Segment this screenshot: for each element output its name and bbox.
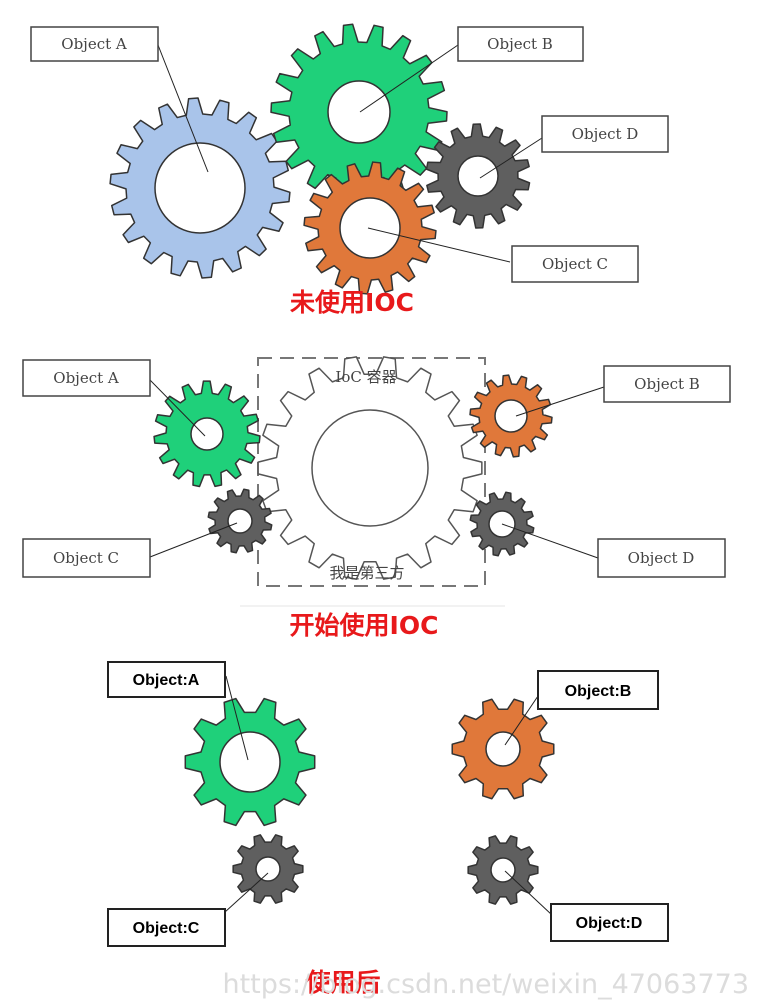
label-after-object-a: Object:A <box>107 661 226 698</box>
gear-after-object-a <box>184 697 316 827</box>
label-after-object-a-text: Object:A <box>133 672 200 689</box>
leader-line-a <box>157 44 209 173</box>
gear-object-d <box>425 123 531 229</box>
label-start-object-a-text: Object A <box>53 369 119 387</box>
gear-start-object-b <box>469 374 553 458</box>
label-object-c-text: Object C <box>542 255 608 273</box>
gear-after-object-b <box>451 698 555 800</box>
caption-before-ioc: 未使用IOC <box>290 288 414 317</box>
label-after-object-b: Object:B <box>537 670 659 710</box>
label-start-object-c: Object C <box>22 538 151 578</box>
section-before-ioc: Object A Object B Object D Object C 未使用I… <box>30 23 669 317</box>
ioc-container-title: IoC 容器 <box>335 368 396 386</box>
gear-object-a <box>109 97 291 279</box>
leader-line-start-b <box>515 386 605 417</box>
leader-line-after-c <box>224 872 269 913</box>
label-object-b-text: Object B <box>487 35 553 53</box>
label-after-object-c: Object:C <box>107 908 226 947</box>
ioc-container-subtitle: 我是第三方 <box>329 564 404 582</box>
leader-line-after-b <box>504 695 539 746</box>
section-start-ioc: IoC 容器 我是第三方 Object A Object B Object C … <box>22 356 731 640</box>
label-start-object-a: Object A <box>22 359 151 397</box>
label-after-object-d-text: Object:D <box>576 915 643 932</box>
leader-line-b <box>359 44 459 113</box>
label-start-object-c-text: Object C <box>53 549 119 567</box>
label-object-c: Object C <box>511 245 639 283</box>
label-object-a-text: Object A <box>61 35 127 53</box>
label-start-object-d-text: Object D <box>628 549 695 567</box>
leader-line-d <box>479 137 543 179</box>
label-object-a: Object A <box>30 26 159 62</box>
gear-object-b <box>270 23 448 201</box>
leader-line-start-d <box>501 523 599 559</box>
gear-start-object-a <box>153 380 261 488</box>
gear-after-object-d <box>467 835 539 905</box>
label-start-object-d: Object D <box>597 538 726 578</box>
leader-line-after-d <box>504 870 553 916</box>
leader-line-start-a <box>149 379 206 437</box>
watermark: https://blog.csdn.net/weixin_47063773 <box>222 969 749 1000</box>
label-object-b: Object B <box>457 26 584 62</box>
label-start-object-b: Object B <box>603 365 731 403</box>
label-start-object-b-text: Object B <box>634 375 700 393</box>
label-after-object-c-text: Object:C <box>133 920 200 937</box>
gear-start-object-c <box>207 488 273 554</box>
leader-line-start-c <box>149 522 238 558</box>
leader-line-c <box>367 227 511 263</box>
section-after-ioc: Object:A Object:B Object:C Object:D 使用后 <box>107 661 669 997</box>
gear-ioc-container <box>257 356 483 580</box>
label-after-object-d: Object:D <box>550 903 669 942</box>
caption-start-ioc: 开始使用IOC <box>290 611 439 640</box>
label-object-d: Object D <box>541 115 669 153</box>
label-after-object-b-text: Object:B <box>565 683 632 700</box>
leader-line-after-a <box>225 675 249 761</box>
caption-after-ioc: 使用后 <box>304 968 380 997</box>
label-object-d-text: Object D <box>572 125 639 143</box>
gear-after-object-c <box>232 834 304 904</box>
